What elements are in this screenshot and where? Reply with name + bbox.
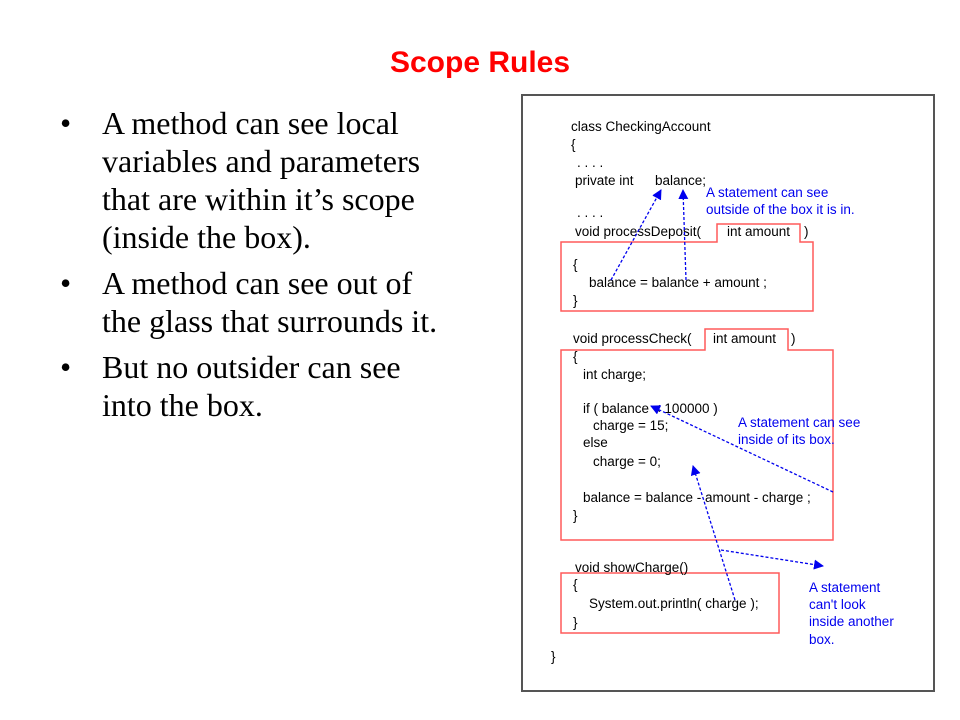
note-cannot-line: A statement bbox=[809, 580, 881, 595]
bullet-item: • But no outsider can see into the box. bbox=[60, 348, 510, 424]
note-outside-line: A statement can see bbox=[706, 185, 828, 200]
arrow-inside-box bbox=[650, 405, 834, 493]
code-show-open: { bbox=[573, 577, 578, 592]
note-cannot-line: box. bbox=[809, 632, 835, 647]
check-scope-box bbox=[560, 328, 834, 541]
code-show-body: System.out.println( charge ); bbox=[589, 596, 759, 611]
arrow-outside-balance bbox=[610, 189, 662, 281]
code-deposit-body: balance = balance + amount ; bbox=[589, 275, 767, 290]
code-balance-var: balance; bbox=[655, 173, 706, 188]
bullet-item: • A method can see local variables and p… bbox=[60, 104, 510, 256]
code-check-param: int amount bbox=[713, 331, 776, 346]
slide-title: Scope Rules bbox=[389, 46, 571, 79]
bullet-line: into the box. bbox=[102, 387, 263, 423]
bullet-item: • A method can see out of the glass that… bbox=[60, 264, 510, 340]
bullet-line: A method can see local bbox=[102, 105, 399, 141]
code-check-open: { bbox=[573, 349, 578, 364]
code-check-line: else bbox=[583, 435, 608, 450]
bullet-marker: • bbox=[60, 105, 72, 141]
code-check-line: int charge; bbox=[583, 367, 646, 382]
code-check-line: if ( balance < 100000 ) bbox=[583, 401, 718, 416]
code-show-signature: void showCharge() bbox=[575, 560, 688, 575]
code-private-int: private int bbox=[575, 173, 634, 188]
code-deposit-open: { bbox=[573, 257, 578, 272]
bullet-line: the glass that surrounds it. bbox=[102, 303, 438, 339]
code-deposit-close: ) bbox=[804, 224, 809, 239]
bullet-list: • A method can see local variables and p… bbox=[60, 104, 510, 432]
arrow-cannot-look-box bbox=[720, 549, 824, 570]
note-outside-line: outside of the box it is in. bbox=[706, 202, 855, 217]
bullet-line: But no outsider can see bbox=[102, 349, 401, 385]
scope-diagram: class CheckingAccount { . . . . private … bbox=[521, 94, 935, 692]
code-class-decl: class CheckingAccount bbox=[571, 119, 711, 134]
note-cannot-line: inside another bbox=[809, 614, 894, 629]
bullet-line: A method can see out of bbox=[102, 265, 413, 301]
code-check-line: charge = 15; bbox=[593, 418, 668, 433]
code-show-end: } bbox=[573, 615, 578, 630]
code-check-end: } bbox=[573, 508, 578, 523]
bullet-marker: • bbox=[60, 349, 72, 385]
code-check-close: ) bbox=[791, 331, 796, 346]
bullet-line: variables and parameters bbox=[102, 143, 421, 179]
scope-diagram-svg: class CheckingAccount { . . . . private … bbox=[551, 119, 894, 664]
code-deposit-param: int amount bbox=[727, 224, 790, 239]
bullet-line: that are within it’s scope bbox=[102, 181, 415, 217]
code-check-line: balance = balance - amount - charge ; bbox=[583, 490, 811, 505]
code-open-brace: { bbox=[571, 137, 576, 152]
bullet-marker: • bbox=[60, 265, 72, 301]
deposit-scope-box bbox=[560, 223, 814, 312]
code-ellipsis: . . . . bbox=[577, 205, 603, 220]
arrow-outside-amount bbox=[678, 189, 689, 281]
note-cannot-line: can't look bbox=[809, 597, 866, 612]
bullet-line: (inside the box). bbox=[102, 219, 311, 255]
show-scope-box bbox=[560, 572, 780, 634]
arrow-cannot-see-charge bbox=[690, 465, 736, 601]
code-deposit-end: } bbox=[573, 293, 578, 308]
code-class-end: } bbox=[551, 649, 556, 664]
code-check-line: charge = 0; bbox=[593, 454, 661, 469]
note-inside-line: inside of its box. bbox=[738, 432, 835, 447]
note-inside-line: A statement can see bbox=[738, 415, 860, 430]
code-check-signature: void processCheck( bbox=[573, 331, 692, 346]
code-ellipsis: . . . . bbox=[577, 155, 603, 170]
